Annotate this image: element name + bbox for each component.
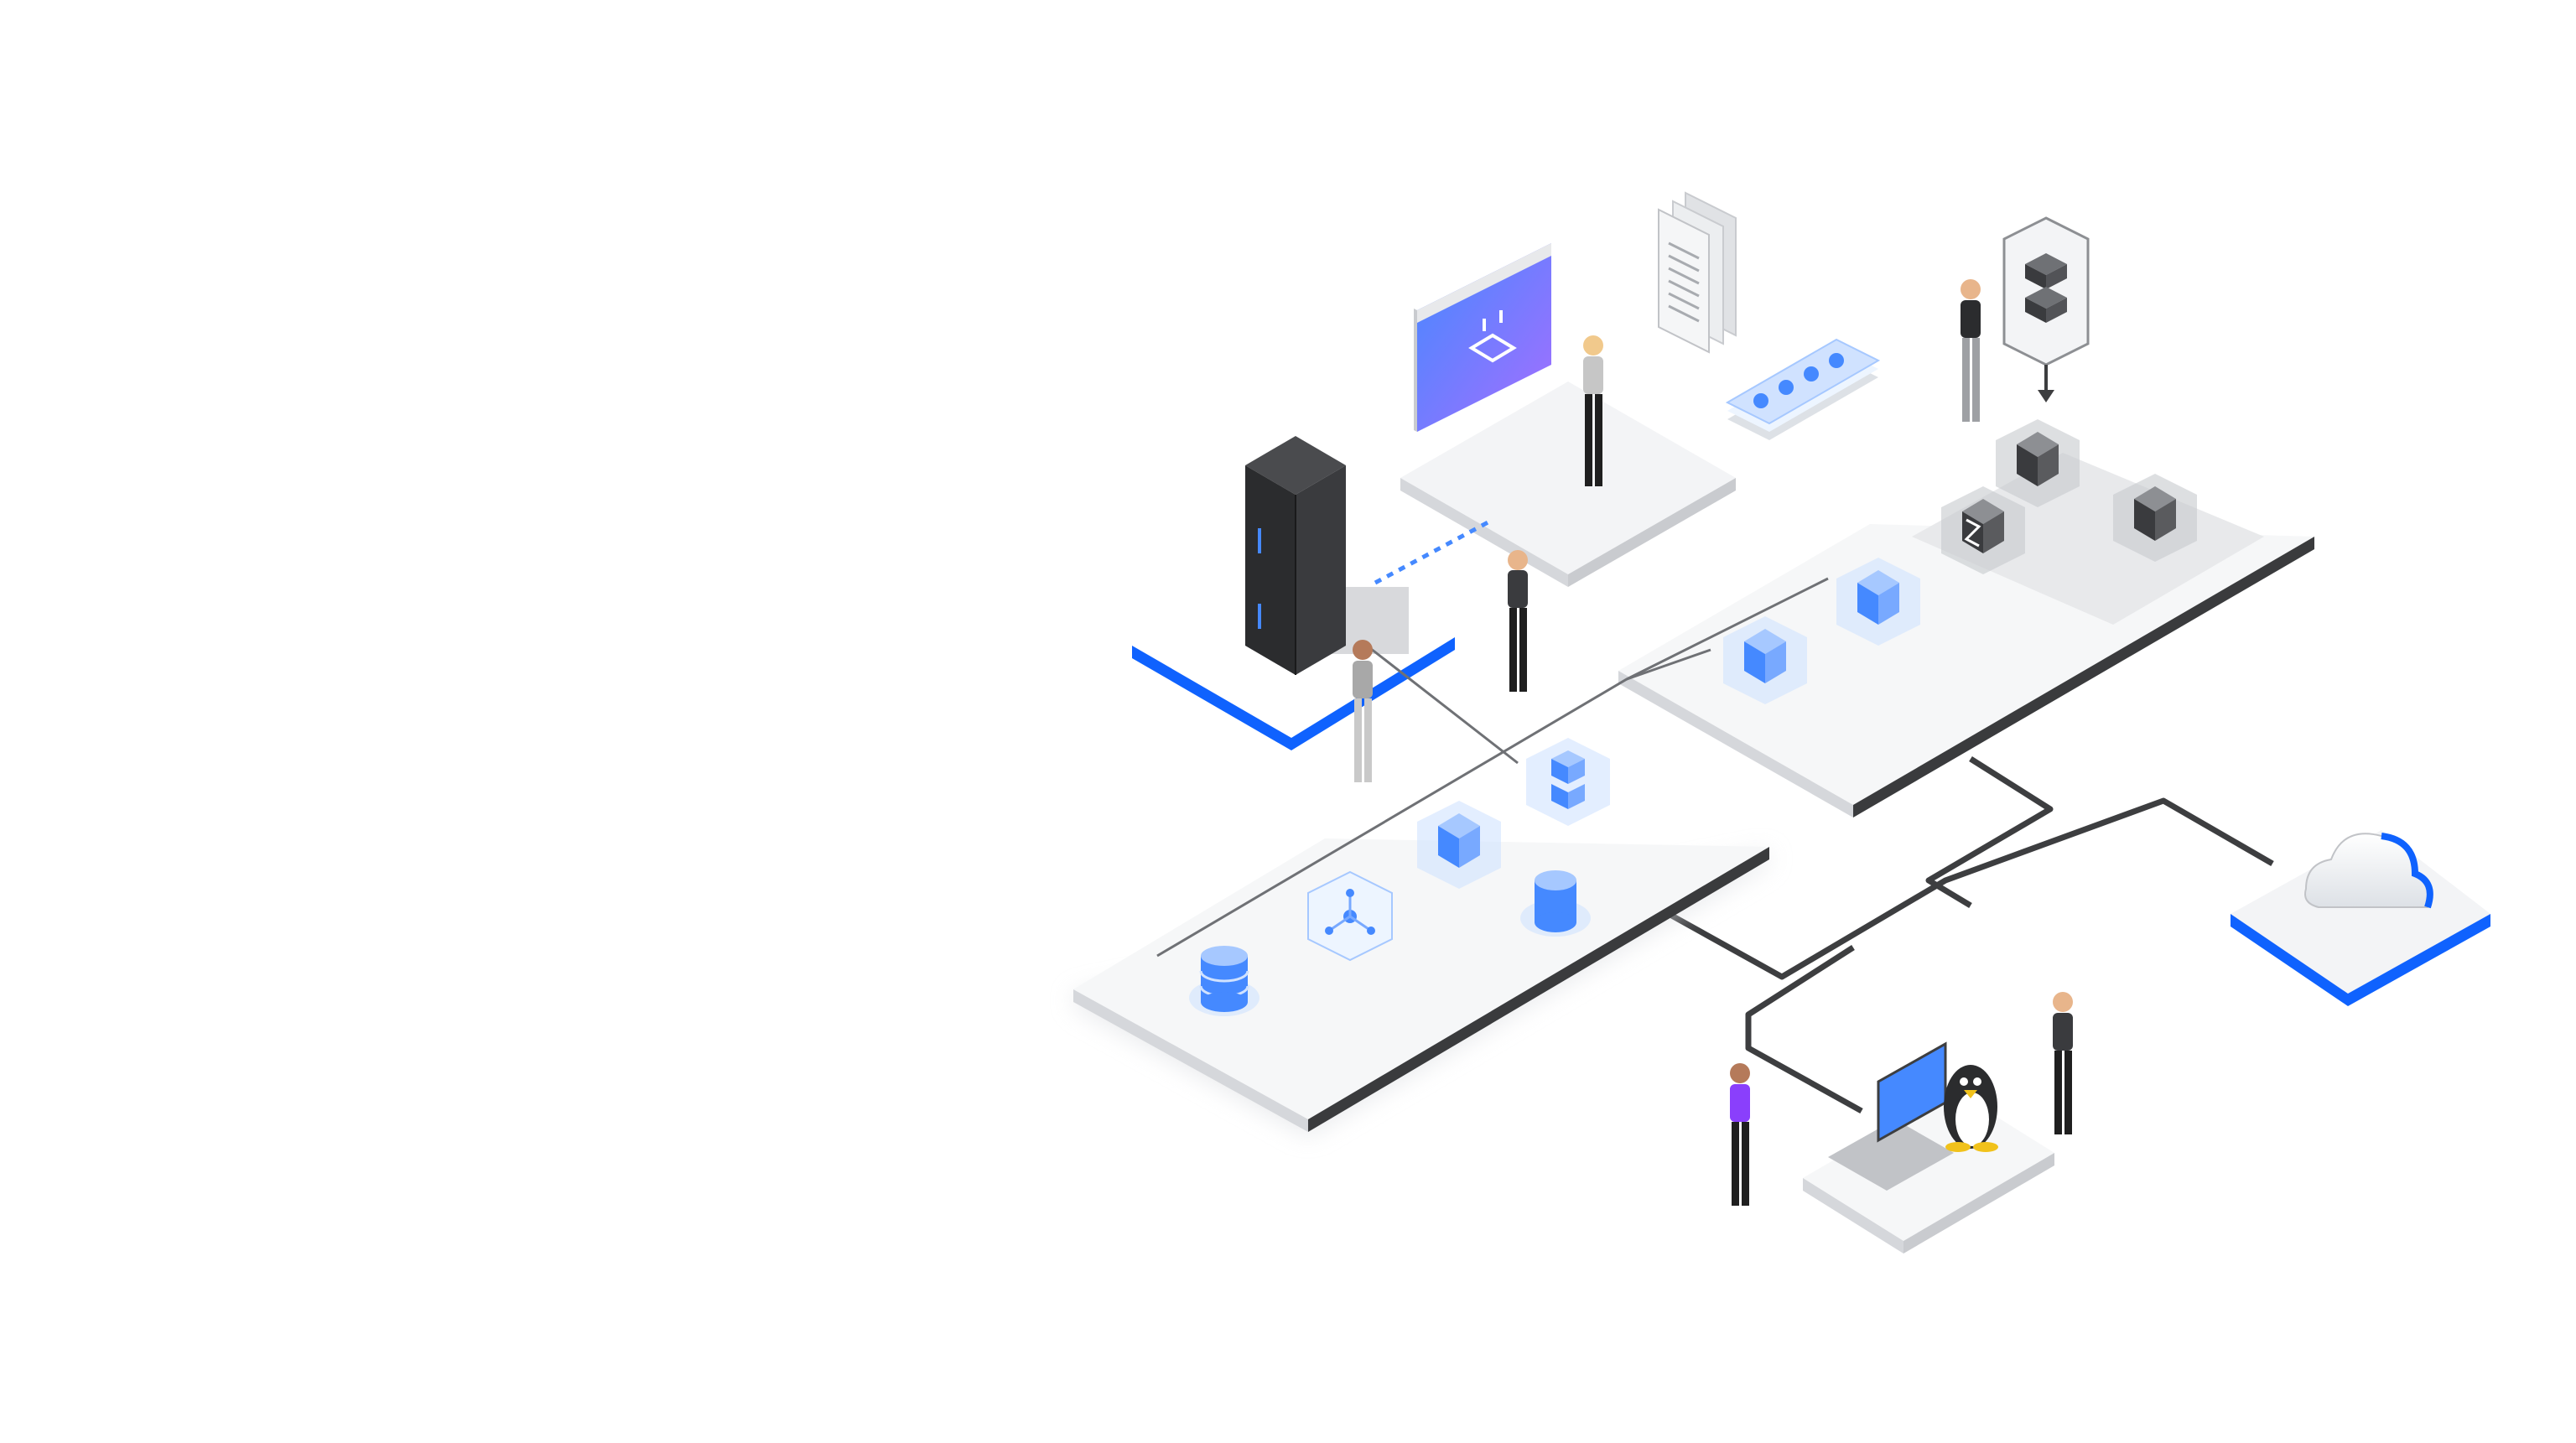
dotted-link: [1374, 517, 1494, 585]
platform-integration: [1073, 838, 1769, 1136]
connector-lines: [1667, 756, 2274, 1114]
cloud-icon: [2304, 833, 2433, 909]
document-stack-icon: [1658, 191, 1737, 354]
mainframe-cube-icon: [2113, 474, 2197, 562]
container-cube-icon: [1723, 616, 1807, 704]
storage-tray-icon: [1725, 338, 1881, 440]
flow-arrows: [1156, 577, 1829, 958]
network-cube-icon: [1307, 870, 1393, 962]
platform-cloud: [2231, 830, 2490, 1006]
container-cube-icon: [1836, 558, 1920, 646]
microservices-cube-icon: [1526, 738, 1610, 826]
person-icon: [1961, 279, 1981, 422]
z-logo-cube-icon: [1941, 486, 2025, 574]
laptop-icon: [1828, 1041, 1954, 1191]
browser-window-icon: [1414, 243, 1551, 432]
linux-penguin-icon: [1944, 1065, 1998, 1152]
server-rack-icon: [1245, 436, 1346, 675]
person-icon: [1353, 640, 1373, 782]
platform-mainframe-services: [1618, 453, 2314, 818]
handshake-icon: [1468, 310, 1517, 363]
container-cube-icon: [1417, 801, 1501, 889]
cylinder-icon: [1520, 870, 1591, 937]
node-stack-icon: [2002, 216, 2090, 402]
person-icon: [2053, 992, 2073, 1134]
person-icon: [1730, 1063, 1750, 1206]
database-icon: [1189, 946, 1259, 1016]
person-icon: [1583, 335, 1603, 486]
mainframe-cube-icon: [1996, 419, 2080, 507]
platform-linux: [1803, 1090, 2054, 1254]
person-icon: [1508, 550, 1528, 692]
